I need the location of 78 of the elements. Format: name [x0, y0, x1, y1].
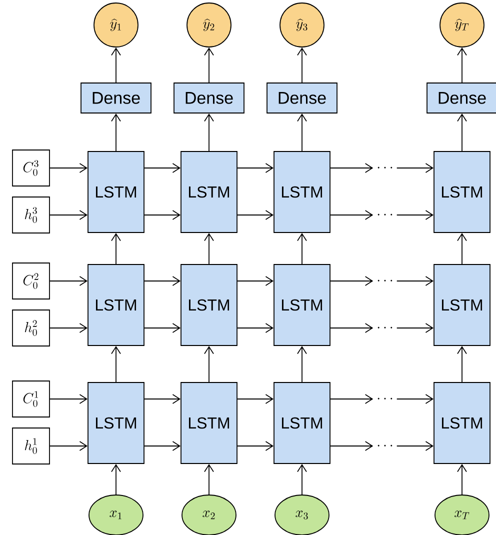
- lstm-box: LSTM: [274, 264, 330, 346]
- arrow: [396, 394, 434, 404]
- arrow: [111, 232, 121, 264]
- arrow: [297, 47, 307, 83]
- initial-state-box: $h_0^2$: [12, 310, 50, 346]
- arrow: [50, 441, 88, 451]
- arrow: [457, 113, 467, 152]
- lstm-box: LSTM: [180, 264, 238, 346]
- arrow: [237, 323, 274, 333]
- arrow: [111, 47, 121, 83]
- arrow: [330, 276, 374, 286]
- lstm-box: LSTM: [88, 264, 144, 346]
- lstm-box: LSTM: [180, 382, 238, 464]
- arrow: [237, 210, 274, 220]
- initial-state-box: $C_0^3$: [12, 150, 50, 186]
- initial-state-box: $C_0^1$: [12, 380, 50, 418]
- arrow: [111, 113, 121, 152]
- arrow: [457, 232, 467, 264]
- arrow: [457, 464, 467, 495]
- lstm-box: LSTM: [434, 151, 490, 233]
- arrow: [396, 210, 434, 220]
- ellipsis: $\cdots$: [378, 214, 392, 216]
- arrow: [50, 276, 88, 286]
- lstm-box: LSTM: [180, 151, 238, 233]
- arrow: [144, 276, 181, 286]
- arrow: [396, 441, 434, 451]
- arrow: [144, 210, 181, 220]
- arrow: [50, 394, 88, 404]
- arrow: [204, 346, 214, 382]
- dense-box: Dense: [266, 82, 338, 114]
- ellipsis: $\cdots$: [378, 280, 392, 282]
- arrow: [204, 464, 214, 495]
- arrow: [330, 394, 374, 404]
- arrow: [330, 163, 374, 173]
- arrow: [50, 163, 88, 173]
- arrow: [111, 346, 121, 382]
- initial-state-box: $C_0^2$: [12, 262, 50, 300]
- arrow: [237, 163, 274, 173]
- arrow: [297, 346, 307, 382]
- arrow: [111, 464, 121, 495]
- arrow: [330, 441, 374, 451]
- arrow: [237, 276, 274, 286]
- ellipsis: $\cdots$: [378, 398, 392, 400]
- arrow: [50, 323, 88, 333]
- arrow: [144, 163, 181, 173]
- arrow: [297, 232, 307, 264]
- initial-state-box: $h_0^1$: [12, 428, 50, 464]
- lstm-box: LSTM: [88, 382, 144, 464]
- arrow: [297, 113, 307, 152]
- arrow: [396, 323, 434, 333]
- arrow: [50, 210, 88, 220]
- arrow: [204, 232, 214, 264]
- arrow: [330, 323, 374, 333]
- lstm-box: LSTM: [434, 382, 490, 464]
- arrow: [144, 394, 181, 404]
- arrow: [396, 163, 434, 173]
- arrow: [396, 276, 434, 286]
- dense-box: Dense: [174, 82, 244, 114]
- arrow: [144, 441, 181, 451]
- lstm-box: LSTM: [88, 151, 144, 233]
- arrow: [237, 441, 274, 451]
- lstm-box: LSTM: [434, 264, 490, 346]
- ellipsis: $\cdots$: [378, 444, 392, 446]
- lstm-box: LSTM: [274, 382, 330, 464]
- arrow: [144, 323, 181, 333]
- arrow: [457, 47, 467, 83]
- arrow: [457, 346, 467, 382]
- arrow: [204, 47, 214, 83]
- initial-state-box: $h_0^3$: [12, 196, 50, 234]
- dense-box: Dense: [426, 82, 496, 114]
- arrow: [330, 210, 374, 220]
- arrow: [237, 394, 274, 404]
- arrow: [297, 464, 307, 495]
- arrow: [204, 113, 214, 152]
- dense-box: Dense: [80, 82, 152, 114]
- ellipsis: $\cdots$: [378, 326, 392, 328]
- ellipsis: $\cdots$: [378, 166, 392, 168]
- lstm-box: LSTM: [274, 151, 330, 233]
